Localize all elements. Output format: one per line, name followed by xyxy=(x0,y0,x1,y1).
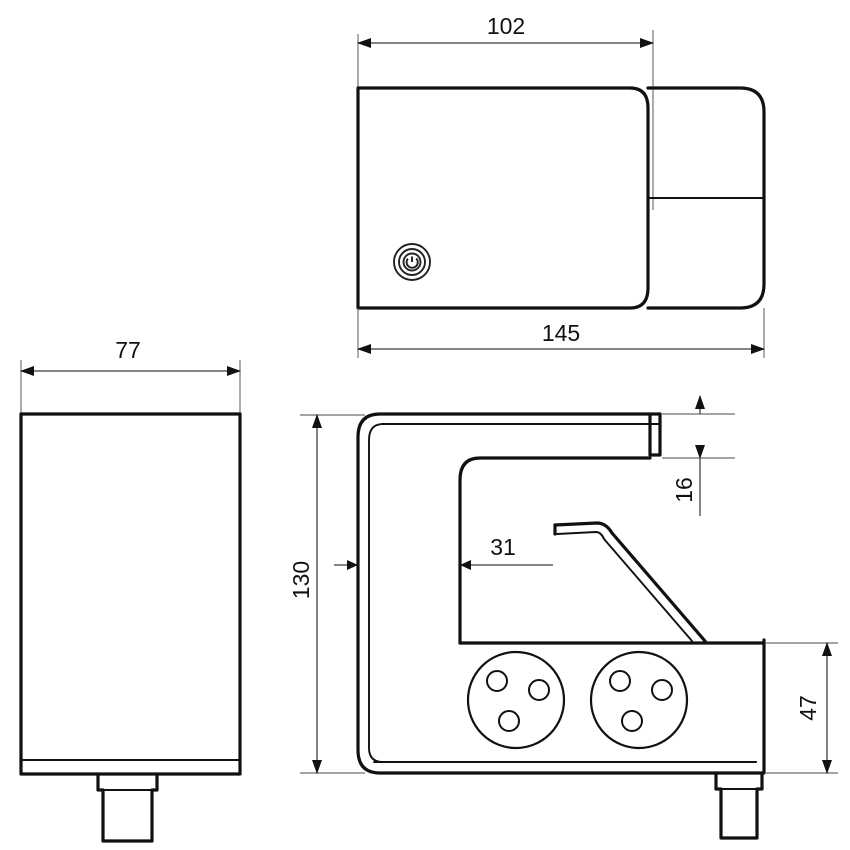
dimension-label-77: 77 xyxy=(115,337,141,363)
dimension-label-130: 130 xyxy=(288,561,314,599)
dimension-label-145: 145 xyxy=(542,320,580,346)
dimension-16 xyxy=(662,395,735,516)
dimension-31 xyxy=(334,560,553,570)
dimension-label-102: 102 xyxy=(487,13,525,39)
power-button-icon[interactable] xyxy=(393,243,431,281)
top-view-main-body xyxy=(356,86,650,310)
top-view: 102 145 xyxy=(356,13,766,358)
front-view: 130 xyxy=(288,395,838,840)
socket-outlet-2[interactable] xyxy=(589,650,689,750)
side-view-mounting-pin xyxy=(96,772,159,843)
side-view: 77 xyxy=(19,337,242,843)
front-view-outer-shell xyxy=(356,412,766,775)
dimension-label-47: 47 xyxy=(795,695,821,721)
side-view-body xyxy=(19,412,242,776)
socket-outlet-1[interactable] xyxy=(466,650,566,750)
dimension-102 xyxy=(357,30,654,210)
dimension-130 xyxy=(300,414,365,774)
dimension-77 xyxy=(20,360,241,415)
dimension-label-16: 16 xyxy=(671,477,697,503)
front-view-mounting-pin xyxy=(714,771,764,840)
front-view-strut-inner xyxy=(556,531,693,642)
dimension-47 xyxy=(766,642,838,774)
front-view-arm-tip xyxy=(648,412,662,457)
front-view-recess xyxy=(458,456,652,645)
dimension-label-31: 31 xyxy=(490,534,516,560)
front-view-angled-strut xyxy=(553,521,707,643)
dimension-145 xyxy=(357,308,765,358)
